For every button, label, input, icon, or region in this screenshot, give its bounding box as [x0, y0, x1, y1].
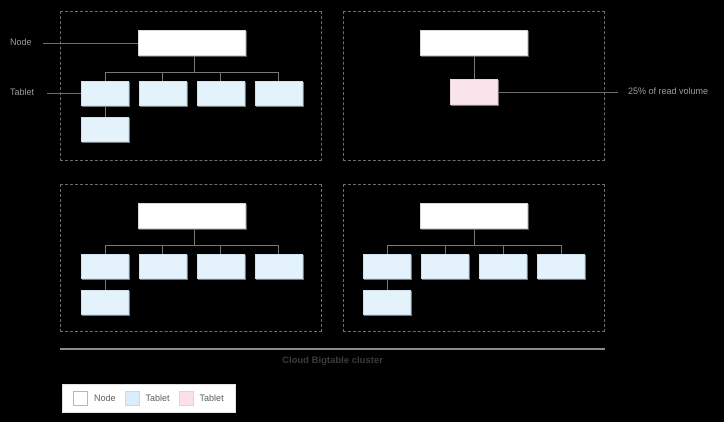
tablet-box[interactable]	[479, 254, 527, 279]
connector-drop	[105, 106, 106, 117]
connector-node-stem	[474, 56, 475, 79]
connector-drop	[278, 72, 279, 81]
legend-label: Tablet	[145, 393, 170, 403]
quadrant-bottom-right	[343, 184, 605, 332]
legend-label: Tablet	[199, 393, 224, 403]
node-swatch-icon	[73, 391, 88, 406]
connector-node-stem	[194, 229, 195, 245]
node-box[interactable]	[138, 30, 246, 56]
legend-item-tablet-blue: Tablet	[124, 391, 170, 406]
tablet-annotation-label: Tablet	[10, 87, 35, 97]
connector-drop	[220, 72, 221, 81]
tablet-box[interactable]	[139, 81, 187, 106]
connector-drop	[105, 245, 106, 254]
tablet-box[interactable]	[81, 81, 129, 106]
connector-drop	[162, 72, 163, 81]
connector-drop	[220, 245, 221, 254]
connector-drop	[503, 245, 504, 254]
tablet-box[interactable]	[81, 290, 129, 315]
legend-label: Node	[94, 393, 116, 403]
quadrant-bottom-left	[60, 184, 322, 332]
tablet-box[interactable]	[139, 254, 187, 279]
connector-drop	[561, 245, 562, 254]
node-annotation-label: Node	[10, 37, 32, 47]
tablet-box[interactable]	[363, 290, 411, 315]
cluster-divider	[60, 348, 605, 350]
read-volume-label: 25% of read volume	[628, 86, 709, 96]
tablet-box[interactable]	[255, 81, 303, 106]
tablet-leader-line	[47, 93, 81, 94]
connector-drop	[105, 72, 106, 81]
node-leader-line	[43, 43, 138, 44]
cluster-caption: Cloud Bigtable cluster	[282, 355, 383, 366]
tablet-box[interactable]	[197, 81, 245, 106]
tablet-box[interactable]	[421, 254, 469, 279]
legend-item-node: Node	[73, 391, 116, 406]
read-volume-leader-line	[498, 92, 618, 93]
connector-node-stem	[474, 229, 475, 245]
quadrant-top-right	[343, 11, 605, 161]
tablet-pink-swatch-icon	[178, 391, 194, 406]
connector-drop	[105, 279, 106, 290]
tablet-box[interactable]	[255, 254, 303, 279]
tablet-box[interactable]	[363, 254, 411, 279]
node-box[interactable]	[420, 203, 528, 229]
connector-bus	[105, 72, 278, 73]
legend: Node Tablet Tablet	[62, 384, 236, 413]
tablet-box-highlighted[interactable]	[450, 79, 498, 105]
tablet-box[interactable]	[537, 254, 585, 279]
connector-drop	[445, 245, 446, 254]
connector-drop	[162, 245, 163, 254]
tablet-box[interactable]	[81, 117, 129, 142]
node-box[interactable]	[138, 203, 246, 229]
tablet-blue-swatch-icon	[124, 391, 140, 406]
node-box[interactable]	[420, 30, 528, 56]
connector-node-stem	[194, 56, 195, 72]
connector-drop	[278, 245, 279, 254]
tablet-box[interactable]	[81, 254, 129, 279]
connector-drop	[387, 279, 388, 290]
connector-bus	[105, 245, 278, 246]
legend-item-tablet-pink: Tablet	[178, 391, 224, 406]
tablet-box[interactable]	[197, 254, 245, 279]
connector-bus	[387, 245, 561, 246]
quadrant-top-left	[60, 11, 322, 161]
connector-drop	[387, 245, 388, 254]
